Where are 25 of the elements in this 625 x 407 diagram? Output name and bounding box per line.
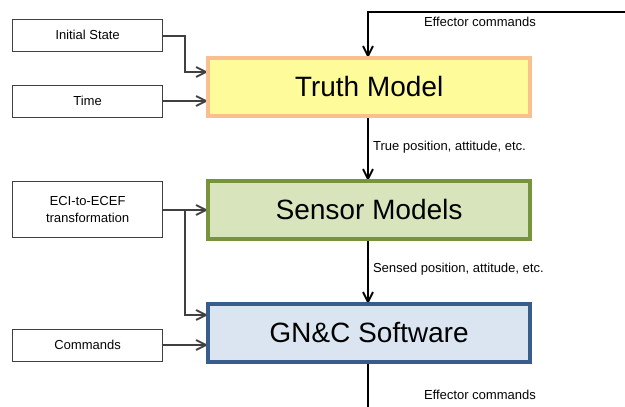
input-box xyxy=(12,181,163,238)
process-box xyxy=(206,302,532,364)
edge-label: Sensed position, attitude, etc. xyxy=(372,260,545,275)
arrow xyxy=(362,118,374,180)
edge-label: Effector commands xyxy=(423,14,537,29)
process-box xyxy=(206,179,532,241)
edge-label: Effector commands xyxy=(423,387,537,402)
node-label: ECI-to-ECEF transformation xyxy=(44,192,130,226)
node-label: Commands xyxy=(54,337,121,354)
arrow xyxy=(163,209,207,321)
arrow xyxy=(163,95,207,107)
node-label: GN&C Software xyxy=(269,317,469,349)
arrow xyxy=(362,241,374,303)
node-label: Sensor Models xyxy=(276,194,462,226)
node-label: Truth Model xyxy=(294,71,444,103)
process-box xyxy=(206,56,532,118)
node-label: Time xyxy=(73,93,102,110)
arrow xyxy=(163,35,207,78)
input-box xyxy=(12,85,163,118)
arrow xyxy=(362,11,625,57)
node-label: Initial State xyxy=(55,27,120,44)
arrow xyxy=(163,339,207,351)
edge-label: True position, attitude, etc. xyxy=(372,138,527,153)
input-box xyxy=(12,329,163,362)
input-box xyxy=(12,19,163,52)
